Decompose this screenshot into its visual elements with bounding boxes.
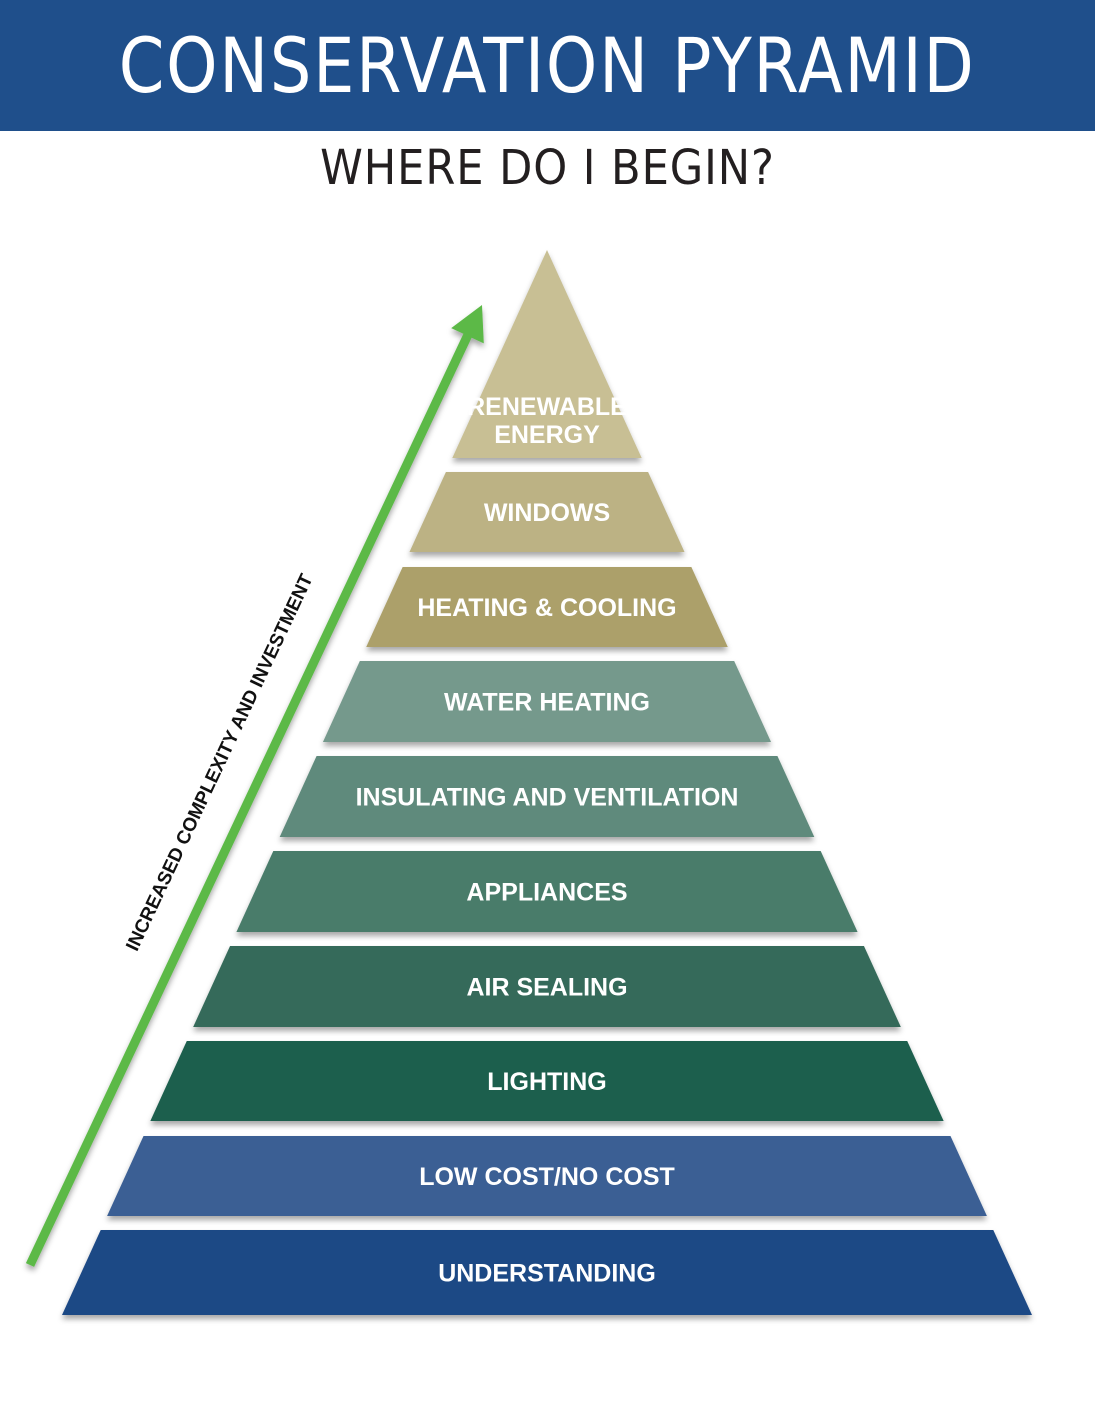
tier-insulating-and-ventilation-label: INSULATING AND VENTILATION xyxy=(356,784,739,812)
tier-lighting: LIGHTING xyxy=(150,1041,944,1121)
tier-appliances-label: APPLIANCES xyxy=(466,879,627,907)
tier-windows: WINDOWS xyxy=(409,472,685,552)
tier-low-cost-no-cost-band xyxy=(107,1136,987,1216)
tier-heating-and-cooling-band xyxy=(366,567,728,647)
tier-low-cost-no-cost: LOW COST/NO COST xyxy=(107,1136,987,1216)
tier-lighting-label: LIGHTING xyxy=(487,1068,606,1096)
tier-understanding-label: UNDERSTANDING xyxy=(438,1260,656,1288)
tier-insulating-and-ventilation-band xyxy=(279,756,815,837)
tier-air-sealing-band xyxy=(193,946,901,1027)
tier-heating-and-cooling-label: HEATING & COOLING xyxy=(417,594,676,622)
tier-air-sealing: AIR SEALING xyxy=(193,946,901,1027)
tier-water-heating-band xyxy=(322,661,772,742)
tier-appliances: APPLIANCES xyxy=(236,851,858,932)
tier-windows-label: WINDOWS xyxy=(484,499,610,527)
tier-water-heating: WATER HEATING xyxy=(322,661,772,742)
tier-renewable-energy-label: RENEWABLE xyxy=(467,393,627,421)
tier-heating-and-cooling: HEATING & COOLING xyxy=(366,567,728,647)
title-banner: CONSERVATION PYRAMID xyxy=(0,0,1095,131)
tier-insulating-and-ventilation: INSULATING AND VENTILATION xyxy=(279,756,815,837)
tier-appliances-band xyxy=(236,851,858,932)
tier-renewable-energy-label: ENERGY xyxy=(494,421,600,449)
tier-air-sealing-label: AIR SEALING xyxy=(466,974,627,1002)
tier-understanding-band xyxy=(62,1230,1032,1315)
tier-low-cost-no-cost-label: LOW COST/NO COST xyxy=(419,1163,675,1191)
tier-water-heating-label: WATER HEATING xyxy=(444,689,650,717)
tier-understanding: UNDERSTANDING xyxy=(62,1230,1032,1315)
complexity-arrow xyxy=(25,305,484,1267)
tier-lighting-band xyxy=(150,1041,944,1121)
page-title: CONSERVATION PYRAMID xyxy=(119,20,976,110)
tier-windows-band xyxy=(409,472,685,552)
tier-renewable-energy-band xyxy=(452,250,642,458)
page-subtitle: WHERE DO I BEGIN? xyxy=(320,140,775,196)
